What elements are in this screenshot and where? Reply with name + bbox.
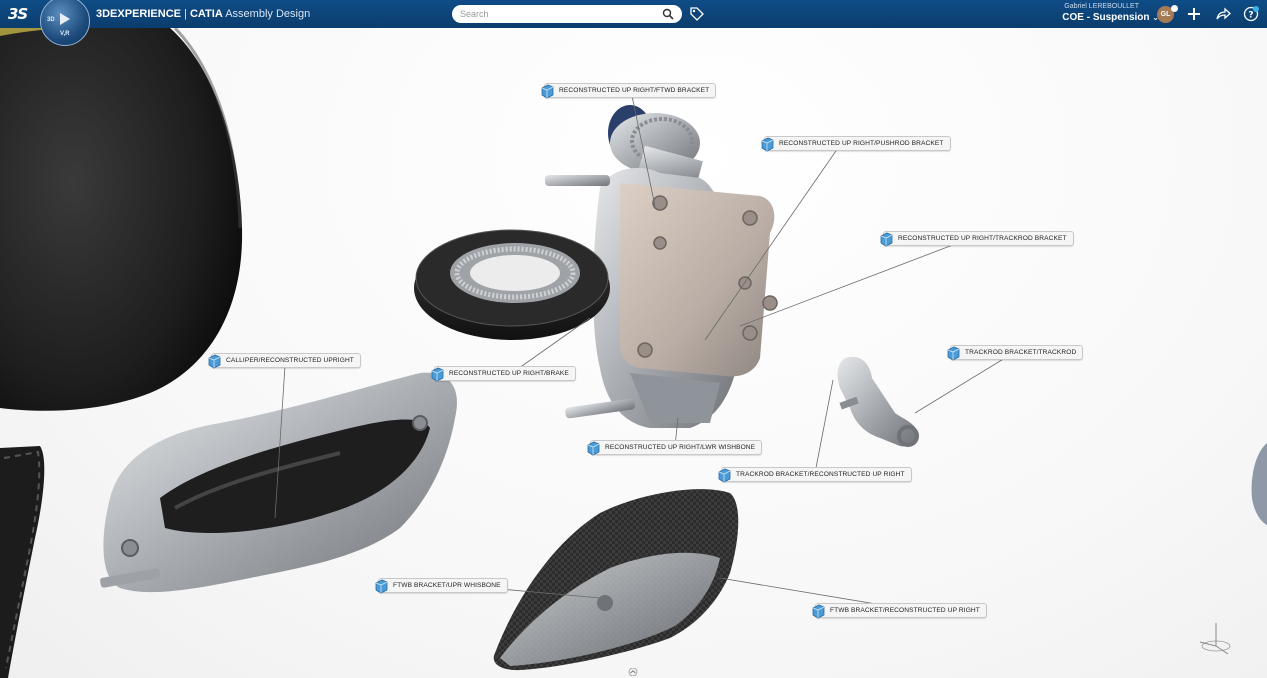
share-icon[interactable] <box>1215 6 1231 22</box>
label-upr-whisbone[interactable]: FTWB BRACKET/UPR WHISBONE <box>375 578 508 593</box>
label-pushrod-bracket[interactable]: RECONSTRUCTED UP RIGHT/PUSHROD BRACKET <box>761 136 951 151</box>
label-text: FTWB BRACKET/UPR WHISBONE <box>393 582 501 589</box>
part-cube-icon <box>587 441 600 455</box>
chevron-up-icon[interactable] <box>627 668 639 676</box>
brand-name: 3DEXPERIENCE <box>96 8 181 20</box>
assembly-scene[interactable] <box>0 28 1267 678</box>
label-text: RECONSTRUCTED UP RIGHT/PUSHROD BRACKET <box>779 140 944 147</box>
tag-icon[interactable] <box>689 6 705 22</box>
avatar[interactable]: GL <box>1157 5 1178 23</box>
app-name: CATIA <box>189 8 223 20</box>
collab-space-label: COE - Suspension <box>1062 12 1150 23</box>
label-text: FTWB BRACKET/RECONSTRUCTED UP RIGHT <box>830 607 980 614</box>
calliper-part[interactable] <box>100 372 457 593</box>
avatar-initials: GL <box>1160 11 1171 18</box>
ds-logo-icon[interactable]: 3S <box>8 5 28 23</box>
plus-icon[interactable] <box>1186 6 1202 22</box>
label-ftwd-bracket[interactable]: RECONSTRUCTED UP RIGHT/FTWD BRACKET <box>541 83 717 98</box>
part-cube-icon <box>431 367 444 381</box>
part-cube-icon <box>761 137 774 151</box>
chevron-down-icon[interactable]: ⌄ <box>1152 13 1159 22</box>
part-cube-icon <box>375 579 388 593</box>
label-calliper[interactable]: CALLIPER/RECONSTRUCTED UPRIGHT <box>208 353 361 368</box>
app-title: 3DEXPERIENCE | CATIA Assembly Design <box>96 8 310 20</box>
label-text: CALLIPER/RECONSTRUCTED UPRIGHT <box>226 357 354 364</box>
label-trackrod-bracket[interactable]: RECONSTRUCTED UP RIGHT/TRACKROD BRACKET <box>880 231 1074 246</box>
part-cube-icon <box>541 84 554 98</box>
part-cube-icon <box>718 468 731 482</box>
part-cube-icon <box>880 232 893 246</box>
svg-text:?: ? <box>1248 11 1253 21</box>
label-text: RECONSTRUCTED UP RIGHT/LWR WISHBONE <box>605 444 756 451</box>
part-cube-icon <box>208 354 221 368</box>
part-cube-icon <box>947 346 960 360</box>
user-name: Gabriel LEREBOULLET <box>1064 3 1139 10</box>
compass-icon[interactable]: 3D V,R <box>40 0 90 46</box>
label-text: RECONSTRUCTED UP RIGHT/BRAKE <box>449 370 569 377</box>
search-input[interactable] <box>460 7 650 21</box>
label-trackrod[interactable]: TRACKROD BRACKET/TRACKROD <box>947 345 1084 360</box>
axis-triad-icon[interactable] <box>1196 618 1236 658</box>
ftwb-bracket-part[interactable] <box>493 489 739 671</box>
brake-disc-part[interactable] <box>414 229 610 340</box>
label-ftwb-upright[interactable]: FTWB BRACKET/RECONSTRUCTED UP RIGHT <box>812 603 987 618</box>
label-trackrod-upright[interactable]: TRACKROD BRACKET/RECONSTRUCTED UP RIGHT <box>718 467 912 482</box>
status-dot <box>1171 5 1178 12</box>
brand-separator: | <box>180 8 190 20</box>
edge-part[interactable] <box>1251 443 1267 525</box>
part-cube-icon <box>812 604 825 618</box>
label-text: TRACKROD BRACKET/RECONSTRUCTED UP RIGHT <box>736 471 905 478</box>
app-subtitle: Assembly Design <box>222 8 311 20</box>
compass-label-left: 3D <box>47 17 55 23</box>
label-text: TRACKROD BRACKET/TRACKROD <box>965 349 1077 356</box>
label-brake[interactable]: RECONSTRUCTED UP RIGHT/BRAKE <box>431 366 576 381</box>
tire-part[interactable] <box>0 28 243 411</box>
label-text: RECONSTRUCTED UP RIGHT/FTWD BRACKET <box>559 87 710 94</box>
collab-space-selector[interactable]: COE - Suspension ⌄ <box>1062 12 1159 23</box>
search-box[interactable] <box>452 5 682 23</box>
label-text: RECONSTRUCTED UP RIGHT/TRACKROD BRACKET <box>898 235 1067 242</box>
play-icon[interactable] <box>60 13 70 25</box>
top-bar: 3S 3D V,R 3DEXPERIENCE | CATIA Assembly … <box>0 0 1267 46</box>
search-icon[interactable] <box>662 8 674 20</box>
compass-label-bottom: V,R <box>60 31 70 37</box>
upright-part[interactable] <box>545 168 778 428</box>
label-lwr-wishbone[interactable]: RECONSTRUCTED UP RIGHT/LWR WISHBONE <box>587 440 763 455</box>
tire-edge-part[interactable] <box>0 446 45 678</box>
help-icon[interactable]: ? <box>1243 6 1259 22</box>
trackrod-bracket-part[interactable] <box>837 356 919 447</box>
